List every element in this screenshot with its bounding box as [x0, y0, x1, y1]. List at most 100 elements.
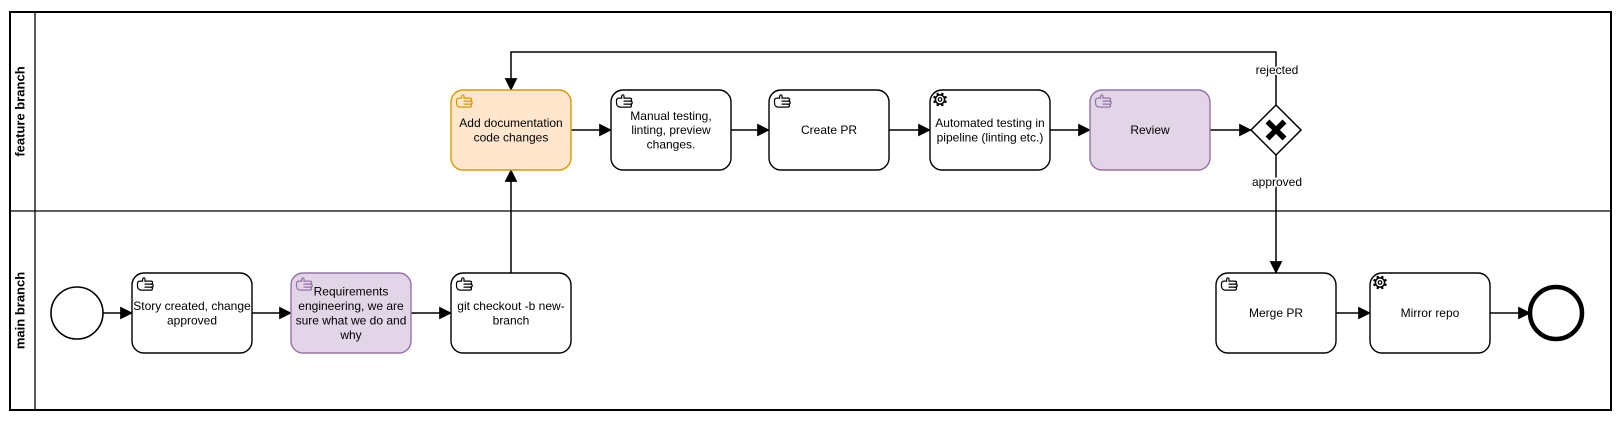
task-shape: [450, 272, 572, 354]
task-label: git checkout -b new-branch: [457, 299, 564, 327]
task-label: Review: [1130, 123, 1170, 137]
manual-task-hand-icon: [455, 277, 473, 291]
task-label-line: branch: [493, 313, 530, 327]
manual-task-hand-icon: [1220, 277, 1238, 291]
task-icon-wrap: [1220, 277, 1238, 291]
task-label-line: engineering, we are: [298, 299, 404, 313]
task-shape: [131, 272, 253, 354]
task-merge-pr: Merge PR: [1215, 272, 1337, 354]
manual-task-hand-icon: [615, 94, 633, 108]
task-shape: [768, 89, 890, 171]
task-icon-wrap: [1094, 94, 1112, 108]
task-shape: [1089, 89, 1211, 171]
gear-tooth: [933, 95, 937, 99]
task-mirror-repo: Mirror repo: [1369, 272, 1491, 354]
gear-tooth: [1376, 275, 1380, 279]
task-label-line: Manual testing,: [630, 109, 711, 123]
task-label-line: Merge PR: [1249, 306, 1303, 320]
gear-hub: [1377, 280, 1383, 285]
manual-task-hand-icon: [1094, 94, 1112, 108]
task-label-line: changes.: [647, 138, 696, 152]
hand-fingers: [623, 100, 631, 105]
task-shape: [929, 89, 1051, 171]
hand-fingers: [303, 283, 311, 288]
gear-tooth: [1373, 283, 1377, 287]
gear-tooth: [943, 100, 947, 104]
task-shape: [610, 89, 732, 171]
task-shape: [1215, 272, 1337, 354]
service-task-gear-icon: [1373, 275, 1387, 290]
task-icon-wrap: [455, 94, 473, 108]
task-label-line: Story created, change: [133, 299, 251, 313]
task-shape: [450, 89, 572, 171]
hand-fingers: [1102, 100, 1110, 105]
hand-fingers: [463, 100, 471, 105]
gear-tooth: [940, 103, 944, 107]
task-shape: [1369, 272, 1491, 354]
gear-tooth: [1380, 275, 1384, 279]
task-create-pr: Create PR: [768, 89, 890, 171]
gear-tooth: [1383, 278, 1387, 282]
task-icon-wrap: [455, 277, 473, 291]
task-label-line: Add documentation: [459, 116, 562, 130]
task-icon-wrap: [773, 94, 791, 108]
start-event-circle: [50, 286, 104, 340]
flow-label-approved: approved: [1252, 175, 1302, 189]
manual-task-hand-icon: [295, 277, 313, 291]
gear-tooth: [936, 103, 940, 107]
gear-tooth: [1380, 286, 1384, 290]
task-icon-wrap: [1373, 275, 1387, 290]
manual-task-hand-icon: [136, 277, 154, 291]
flow-rejected: [504, 51, 1277, 105]
gear-tooth: [940, 92, 944, 96]
start-event: [50, 286, 104, 340]
manual-task-hand-icon: [773, 94, 791, 108]
task-label-line: git checkout -b new-: [457, 299, 564, 313]
task-icon-wrap: [615, 94, 633, 108]
task-icon-wrap: [295, 277, 313, 291]
task-label: Create PR: [801, 123, 857, 137]
task-shape: [290, 272, 412, 354]
end-event-circle: [1527, 284, 1585, 342]
service-task-gear-icon: [933, 92, 947, 107]
task-label-line: linting, preview: [631, 123, 711, 137]
gear-tooth: [943, 95, 947, 99]
task-label-line: approved: [167, 313, 217, 327]
hand-fingers: [781, 100, 789, 105]
task-review: Review: [1089, 89, 1211, 171]
task-label-line: why: [339, 328, 361, 342]
gateway-x-icon: [1265, 119, 1287, 141]
gear-hub: [937, 97, 943, 102]
task-label: Mirror repo: [1401, 306, 1460, 320]
task-icon-wrap: [136, 277, 154, 291]
task-label-line: Mirror repo: [1401, 306, 1460, 320]
task-label-line: Create PR: [801, 123, 857, 137]
gear-tooth: [1383, 283, 1387, 287]
task-label-line: code changes: [474, 130, 549, 144]
manual-task-hand-icon: [455, 94, 473, 108]
gear-tooth: [933, 100, 937, 104]
hand-fingers: [463, 283, 471, 288]
task-icon-wrap: [933, 92, 947, 107]
hand-fingers: [144, 283, 152, 288]
task-label-line: sure what we do and: [296, 313, 407, 327]
task-label-line: pipeline (linting etc.): [937, 130, 1044, 144]
task-label: Merge PR: [1249, 306, 1303, 320]
gear-tooth: [1373, 278, 1377, 282]
task-label-line: Review: [1130, 123, 1170, 137]
gear-tooth: [936, 92, 940, 96]
flow-label-rejected: rejected: [1256, 63, 1299, 77]
exclusive-gateway: [1249, 103, 1303, 157]
gear-body: [1374, 277, 1386, 288]
task-label-line: Automated testing in: [935, 116, 1044, 130]
task-git-checkout: git checkout -b new-branch: [450, 272, 572, 354]
